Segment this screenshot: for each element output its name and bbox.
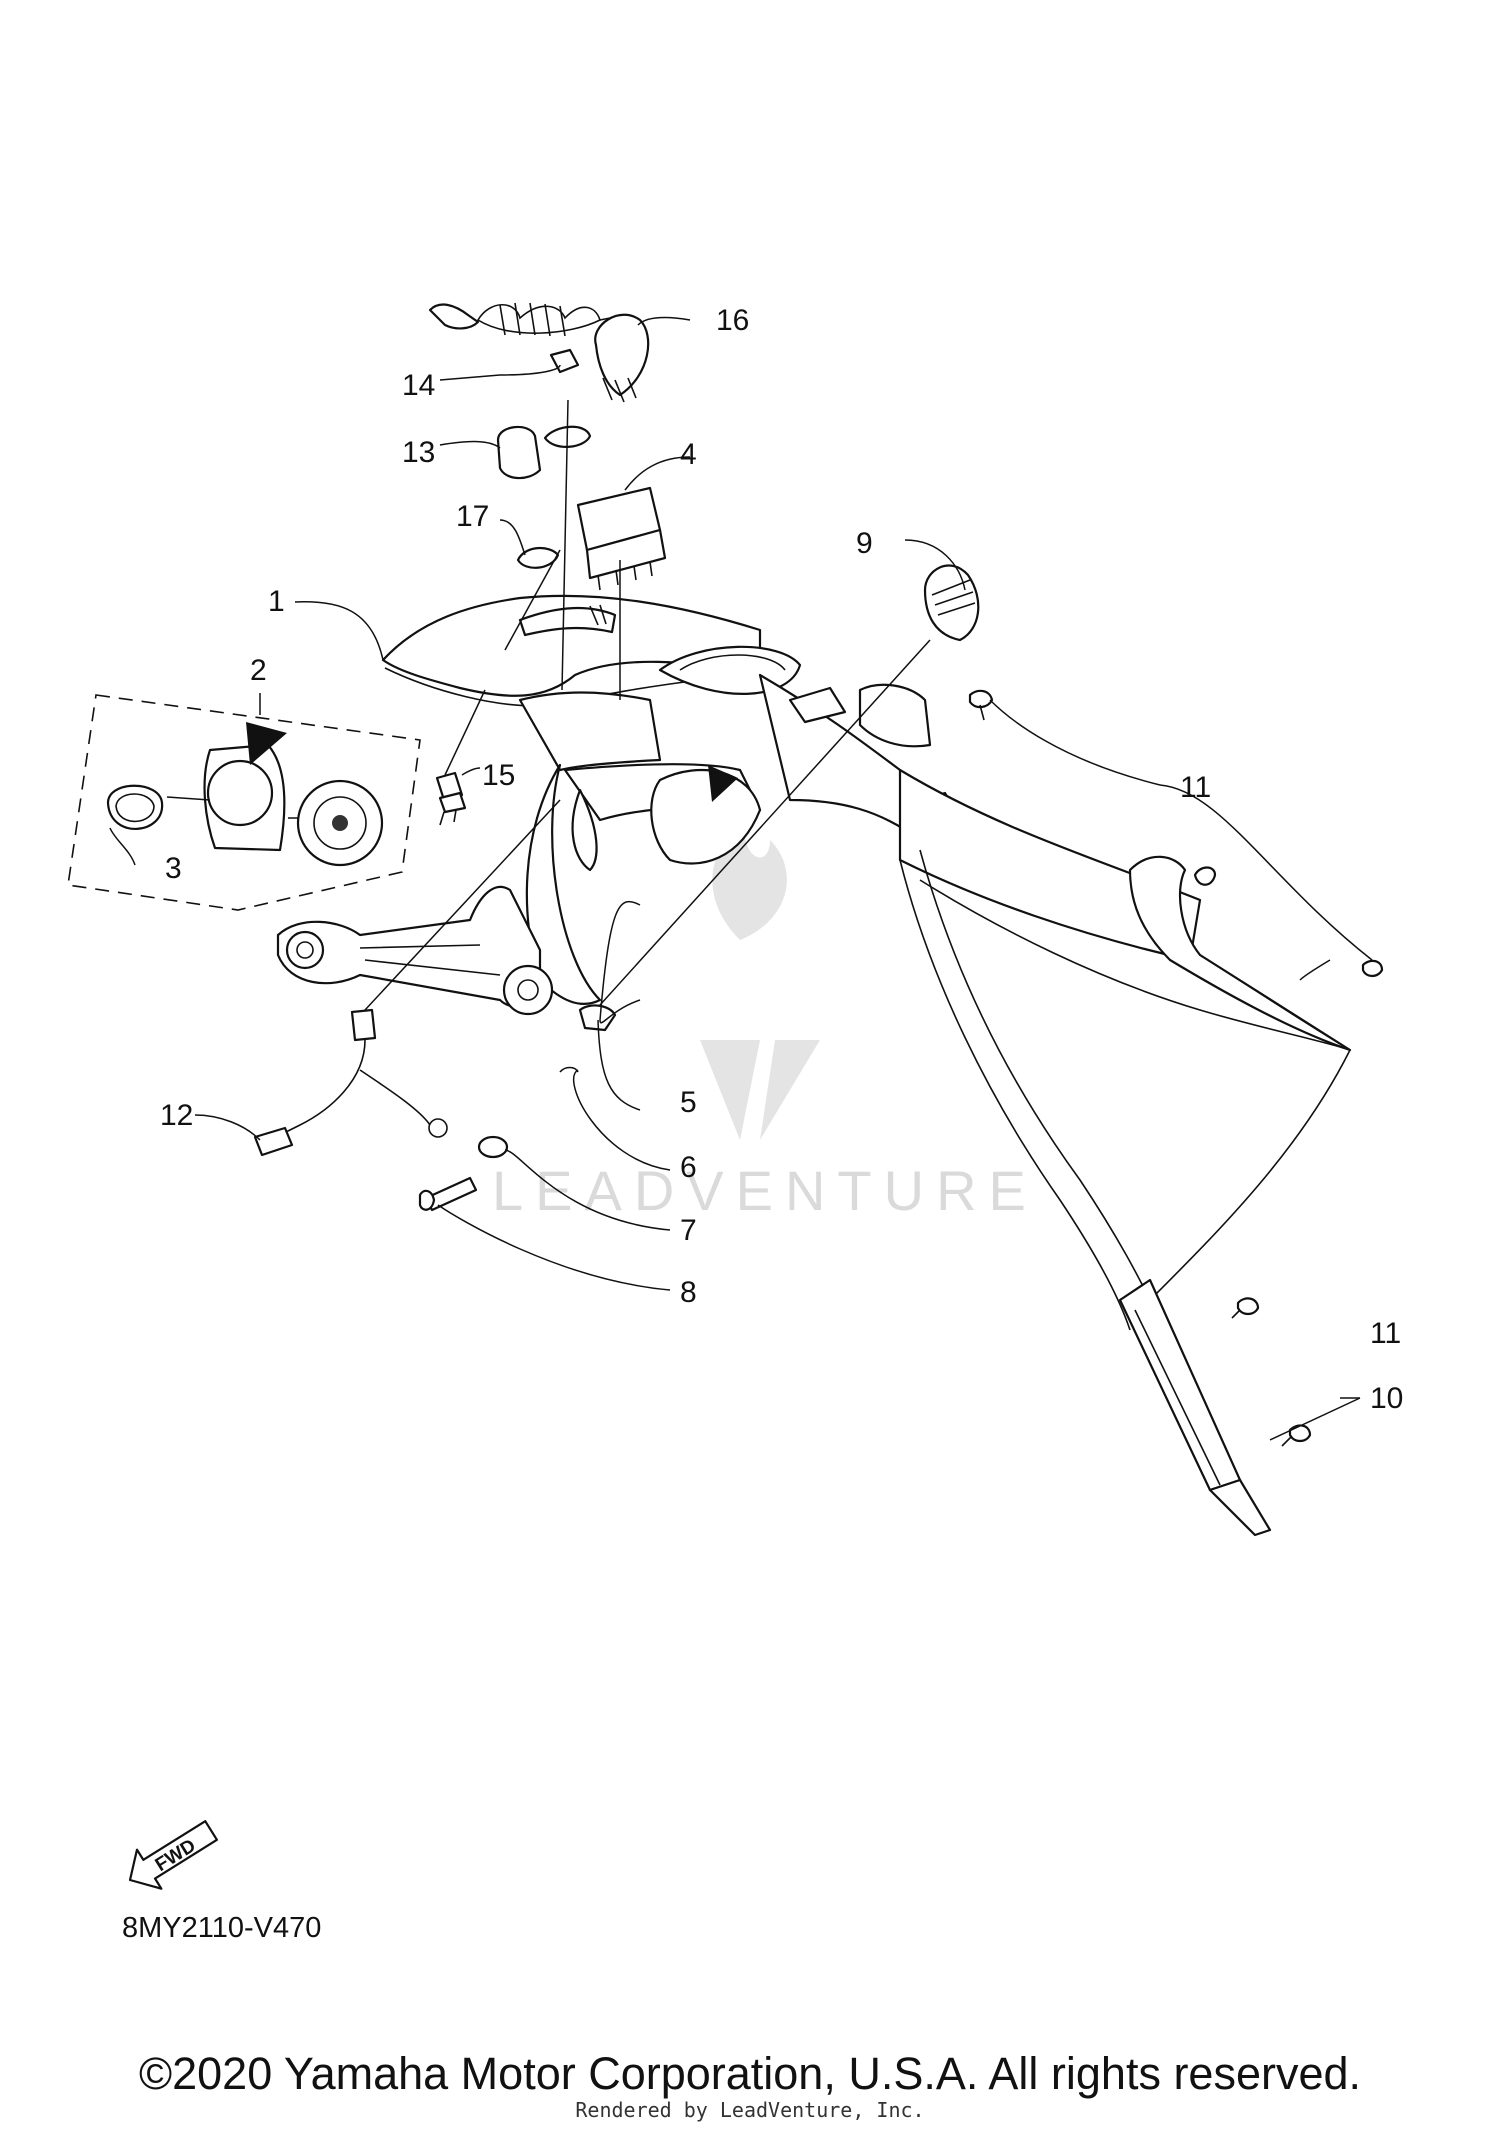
callout-11-lower: 11 <box>1370 1317 1401 1350</box>
cap-9 <box>923 564 980 642</box>
fasteners-5-8 <box>418 1004 617 1212</box>
lanyard-key-16 <box>428 302 650 403</box>
rendered-by-notice: Rendered by LeadVenture, Inc. <box>575 2098 925 2122</box>
callout-10: 10 <box>1370 1382 1403 1415</box>
harness-12 <box>253 1008 448 1157</box>
screws-10-11 <box>968 689 1384 1447</box>
small-parts-13-14-17 <box>496 348 592 569</box>
callout-4: 4 <box>680 438 697 471</box>
callout-12: 12 <box>160 1099 193 1132</box>
callout-1: 1 <box>268 585 285 618</box>
main-panel-1 <box>381 594 957 1005</box>
callout-11-upper: 11 <box>1180 771 1211 804</box>
callout-5: 5 <box>680 1086 697 1119</box>
watermark-text: LEADVENTURE <box>492 1159 1038 1222</box>
swingarm <box>276 885 554 1016</box>
callout-2: 2 <box>250 654 267 687</box>
leader-lines <box>109 316 1373 1441</box>
callout-13: 13 <box>402 436 435 469</box>
diagram-code: 8MY2110-V470 <box>122 1912 322 1944</box>
callout-3: 3 <box>165 852 182 885</box>
side-hull <box>898 768 1352 1331</box>
callout-7: 7 <box>680 1214 697 1247</box>
callout-15: 15 <box>482 759 515 792</box>
bracket-plate <box>1118 1278 1272 1537</box>
leadventure-watermark: LEADVENTURE <box>492 820 1038 1222</box>
switch-4 <box>576 486 667 591</box>
connector-15 <box>435 771 467 826</box>
callout-6: 6 <box>680 1151 697 1184</box>
callout-17: 17 <box>456 500 489 533</box>
callout-8: 8 <box>680 1276 697 1309</box>
callout-14: 14 <box>402 369 435 402</box>
fwd-arrow-icon: FWD <box>128 1820 219 1890</box>
callout-9: 9 <box>856 527 873 560</box>
kit-group-2 <box>67 694 421 911</box>
copyright-notice: ©2020 Yamaha Motor Corporation, U.S.A. A… <box>138 2048 1362 2099</box>
callout-labels: 1 2 3 4 5 6 7 8 9 10 11 11 12 13 14 15 1… <box>160 304 1403 1415</box>
callout-16: 16 <box>716 304 749 337</box>
